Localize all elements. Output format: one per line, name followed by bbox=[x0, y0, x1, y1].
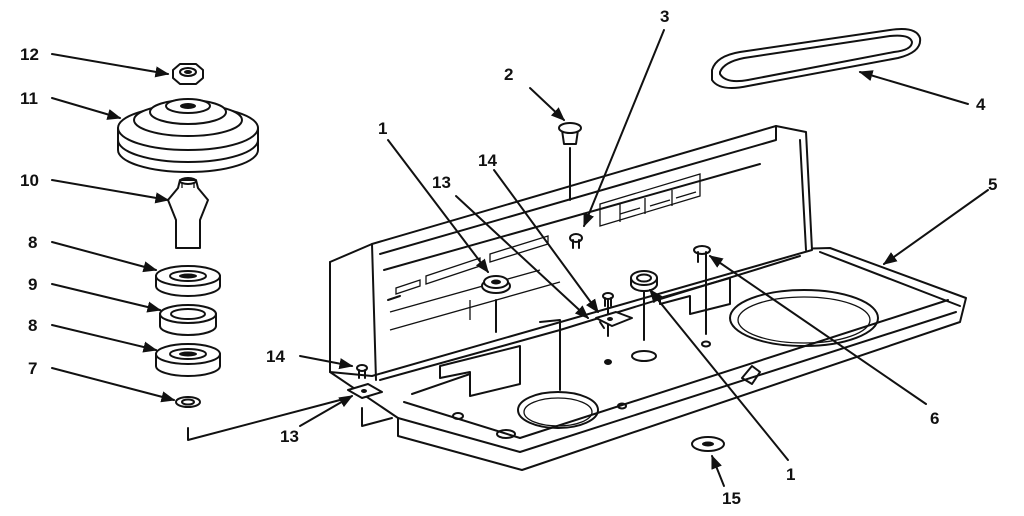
screw-part-14-left bbox=[356, 364, 368, 379]
grommet-part-1-left bbox=[481, 275, 511, 294]
callout-4: 4 bbox=[976, 95, 986, 114]
clip-part-13-left bbox=[347, 383, 383, 399]
screw-part-6 bbox=[693, 245, 711, 263]
grommet-part-1-right bbox=[630, 270, 658, 292]
callout-3: 3 bbox=[660, 7, 669, 26]
washer-part-15 bbox=[691, 436, 725, 452]
plug-part-2 bbox=[558, 122, 582, 145]
callout-5: 5 bbox=[988, 175, 997, 194]
belt-part-4 bbox=[711, 28, 922, 89]
callout-2: 2 bbox=[504, 65, 513, 84]
callout-15: 15 bbox=[722, 489, 741, 508]
clip-part-13-right bbox=[595, 311, 633, 329]
nut-part-12 bbox=[172, 63, 204, 85]
callout-14-lower: 14 bbox=[266, 347, 285, 366]
callout-8-lower: 8 bbox=[28, 316, 37, 335]
bearing-part-8-upper bbox=[155, 265, 221, 297]
callout-13-upper: 13 bbox=[432, 173, 451, 192]
bearing-part-8-lower bbox=[155, 343, 221, 377]
callout-11: 11 bbox=[20, 89, 38, 108]
leader-lines bbox=[51, 29, 989, 487]
callout-8-upper: 8 bbox=[28, 233, 37, 252]
callout-14-upper: 14 bbox=[478, 151, 497, 170]
callout-12: 12 bbox=[20, 45, 39, 64]
callout-10: 10 bbox=[20, 171, 39, 190]
spindle-part-10 bbox=[167, 177, 209, 249]
callout-1-left: 1 bbox=[378, 119, 387, 138]
spacer-part-9 bbox=[159, 304, 217, 336]
callout-1-right: 1 bbox=[786, 465, 795, 484]
retaining-ring-part-7 bbox=[175, 396, 201, 408]
callout-7: 7 bbox=[28, 359, 37, 378]
pulley-part-11 bbox=[117, 98, 259, 173]
screw-part-14-right bbox=[602, 292, 614, 307]
housing-base bbox=[329, 125, 967, 471]
screw-part-3 bbox=[569, 233, 583, 249]
callout-9: 9 bbox=[28, 275, 37, 294]
callout-labels: 12 11 10 8 9 8 7 2 3 4 5 6 1 14 13 14 13… bbox=[20, 7, 997, 508]
callout-13-lower: 13 bbox=[280, 427, 299, 446]
callout-6: 6 bbox=[930, 409, 939, 428]
